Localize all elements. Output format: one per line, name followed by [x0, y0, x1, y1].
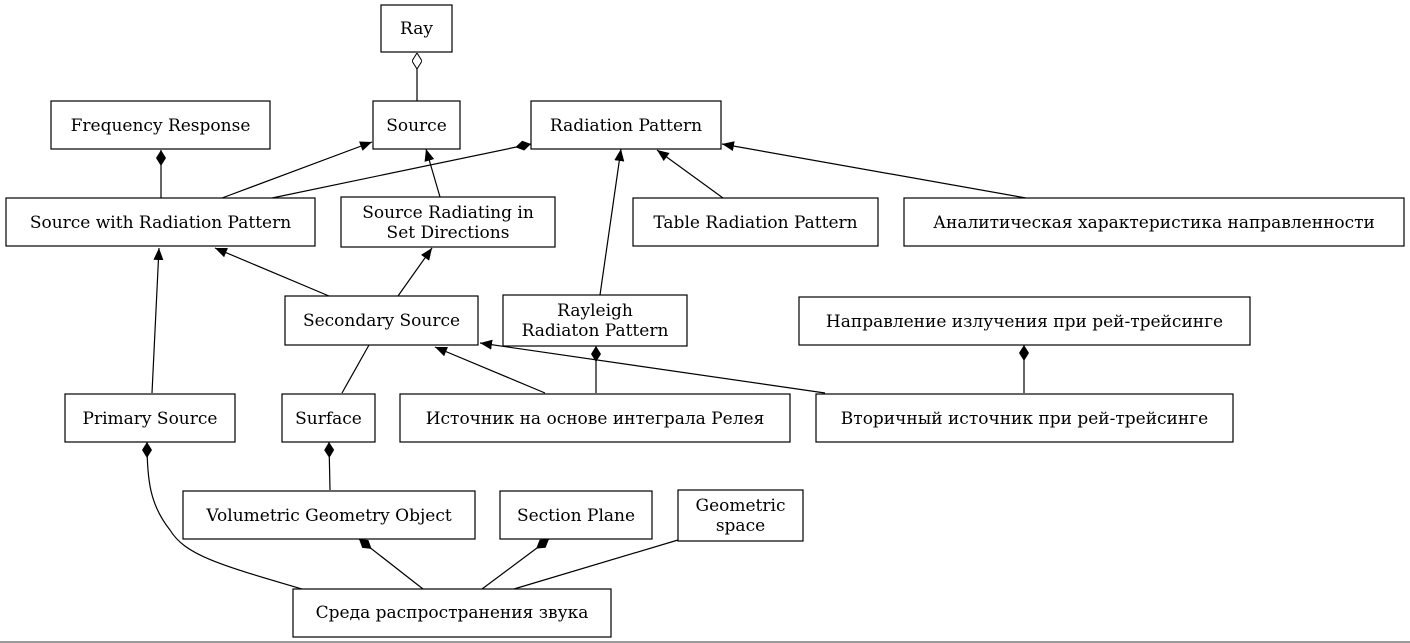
edge-volumetric-object-surface-composition [324, 441, 335, 491]
class-node-label: Rayleigh [557, 301, 633, 321]
class-node-raytracing-emission-direction: Направление излучения при рей-трейсинге [798, 296, 1251, 346]
edge-rayleigh-rp-radiation-pattern-inheritance [599, 148, 625, 296]
class-node-secondary-source: Secondary Source [284, 295, 479, 346]
class-node-label: Radiation Pattern [550, 116, 702, 136]
class-node-rayleigh-integral-source: Источник на основе интеграла Релея [399, 393, 791, 443]
class-node-label: space [716, 516, 765, 536]
edge-sound-medium-section-plane-composition [481, 538, 550, 590]
class-node-geometric-space: Geometric space [677, 489, 804, 542]
class-node-ray: Ray [380, 4, 453, 53]
class-node-label: Table Radiation Pattern [653, 213, 857, 233]
edge-sound-medium-volumetric-object-composition [358, 538, 424, 590]
class-node-label: Вторичный источник при рей-трейсинге [841, 409, 1208, 429]
class-node-rayleigh-radiation-pattern: Rayleigh Radiaton Pattern [502, 294, 688, 347]
class-node-raytracing-secondary-source: Вторичный источник при рей-трейсинге [815, 393, 1234, 443]
class-node-source-radiating-in-set-directions: Source Radiating in Set Directions [340, 196, 556, 248]
edge-table-rp-radiation-pattern-inheritance [656, 149, 724, 199]
class-node-label: Frequency Response [71, 116, 251, 136]
edge-rayleigh-integral-source-secondary-source-inheritance [434, 346, 546, 394]
bottom-border [0, 641, 1410, 643]
class-node-label: Secondary Source [303, 311, 460, 331]
edge-analytic-directivity-radiation-pattern-inheritance [721, 141, 1027, 199]
class-node-label: Geometric [696, 496, 786, 516]
class-node-label: Аналитическая характеристика направленно… [933, 213, 1375, 233]
class-node-source-with-radiation-pattern: Source with Radiation Pattern [5, 197, 316, 247]
class-node-label: Среда распространения звука [316, 603, 589, 623]
edge-sound-medium-primary-source-composition [142, 441, 303, 590]
class-node-label: Источник на основе интеграла Релея [426, 409, 765, 429]
class-node-source: Source [372, 100, 461, 150]
class-node-label: Section Plane [517, 506, 635, 526]
class-node-label: Set Directions [387, 223, 510, 243]
class-node-label: Surface [295, 409, 362, 429]
edge-source-radiating-source-inheritance [424, 148, 441, 198]
edge-secondary-source-source-radiating-inheritance [397, 247, 433, 297]
class-node-section-plane: Section Plane [499, 490, 653, 540]
edge-source-with-rp-source-inheritance [221, 141, 373, 199]
edge-sound-medium-geometric-space-association [513, 539, 679, 590]
class-node-surface: Surface [281, 393, 376, 443]
class-node-table-radiation-pattern: Table Radiation Pattern [632, 197, 879, 247]
nodes: Ray Source Frequency Response Radiation … [5, 4, 1405, 638]
class-node-volumetric-geometry-object: Volumetric Geometry Object [182, 490, 476, 540]
class-node-label: Source with Radiation Pattern [30, 213, 291, 233]
edge-source-with-rp-radiation-pattern-composition [271, 140, 532, 199]
class-node-label: Направление излучения при рей-трейсинге [826, 312, 1223, 332]
class-node-sound-medium: Среда распространения звука [292, 588, 612, 638]
class-node-radiation-pattern: Radiation Pattern [530, 100, 722, 150]
class-node-primary-source: Primary Source [64, 393, 236, 443]
class-node-label: Radiaton Pattern [522, 321, 669, 341]
edge-surface-secondary-source-association [341, 344, 370, 394]
edge-raytracing-secondary-source-secondary-source-inheritance [479, 339, 826, 394]
class-node-label: Primary Source [83, 409, 218, 429]
class-node-label: Source [386, 116, 447, 136]
class-node-label: Ray [400, 19, 433, 39]
class-node-analytic-directivity: Аналитическая характеристика направленно… [903, 197, 1405, 247]
class-node-label: Volumetric Geometry Object [205, 506, 452, 526]
class-node-frequency-response: Frequency Response [50, 100, 271, 150]
class-node-label: Source Radiating in [362, 203, 534, 223]
edges [142, 53, 1029, 590]
edge-primary-source-source-with-rp-inheritance [151, 247, 164, 394]
edge-secondary-source-source-with-rp-inheritance [214, 247, 330, 297]
